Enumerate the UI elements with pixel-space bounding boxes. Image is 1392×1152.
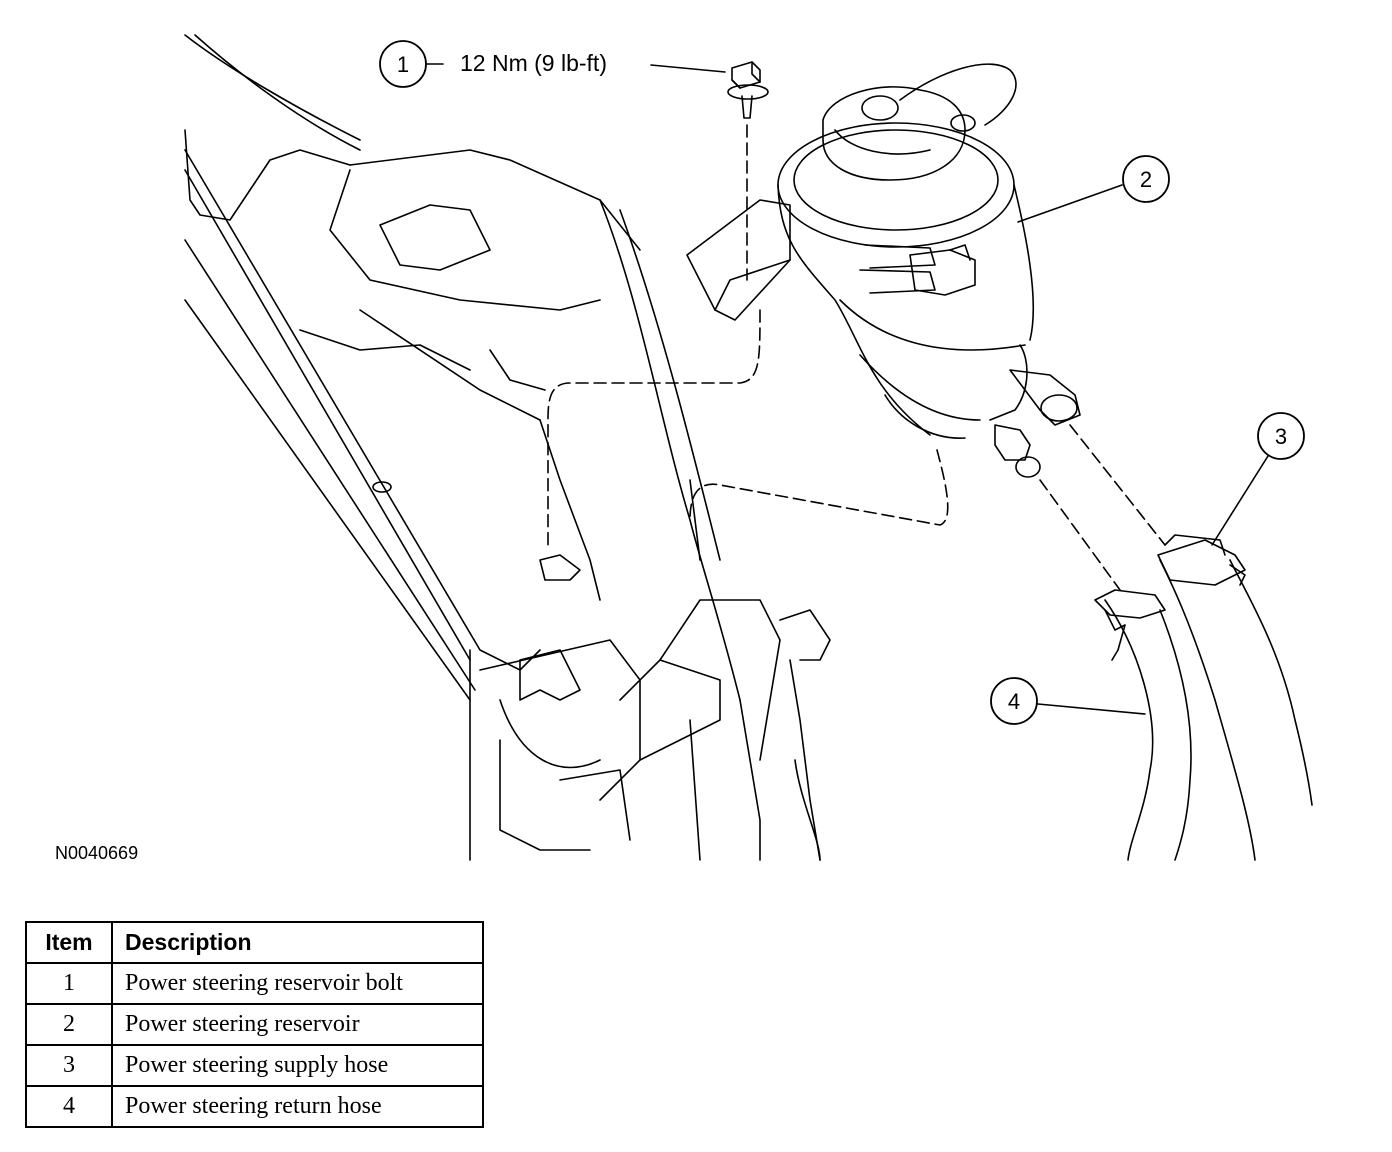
legend-header-description: Description — [111, 921, 484, 964]
callout-1 — [379, 40, 726, 88]
radiator-shroud-drawing — [184, 34, 831, 861]
bolt-drawing — [727, 61, 769, 281]
legend-table: Item Description 1 Power steering reserv… — [25, 921, 484, 1128]
dashed-hose-line-return — [1039, 479, 1121, 591]
legend-item-description: Power steering supply hose — [111, 1044, 484, 1087]
reservoir-drawing — [686, 63, 1081, 478]
callout-2 — [1017, 155, 1170, 223]
callout-1-number: 1 — [397, 52, 409, 77]
legend-header-item: Item — [25, 921, 113, 964]
dashed-routing-line — [547, 309, 761, 546]
legend-item-number: 4 — [25, 1085, 113, 1128]
table-row: 1 Power steering reservoir bolt — [25, 962, 484, 1005]
dashed-hose-line-supply — [1069, 424, 1166, 546]
callout-4-number: 4 — [1008, 689, 1020, 714]
legend-item-description: Power steering return hose — [111, 1085, 484, 1128]
torque-spec: 12 Nm (9 lb-ft) — [460, 50, 607, 76]
dashed-routing-line-2 — [689, 449, 949, 526]
callout-3 — [1211, 412, 1305, 546]
table-row: 3 Power steering supply hose — [25, 1044, 484, 1087]
table-row: 2 Power steering reservoir — [25, 1003, 484, 1046]
legend-item-number: 1 — [25, 962, 113, 1005]
hoses-drawing — [1094, 534, 1313, 861]
technical-illustration: 1 2 3 4 — [184, 34, 1313, 861]
figure-id: N0040669 — [55, 843, 139, 863]
legend-item-number: 3 — [25, 1044, 113, 1087]
legend-item-description: Power steering reservoir bolt — [111, 962, 484, 1005]
legend-header-row: Item Description — [25, 921, 484, 964]
table-row: 4 Power steering return hose — [25, 1085, 484, 1128]
callout-2-number: 2 — [1140, 167, 1152, 192]
callout-3-number: 3 — [1275, 424, 1287, 449]
legend-item-number: 2 — [25, 1003, 113, 1046]
legend-item-description: Power steering reservoir — [111, 1003, 484, 1046]
callout-4 — [990, 677, 1146, 725]
